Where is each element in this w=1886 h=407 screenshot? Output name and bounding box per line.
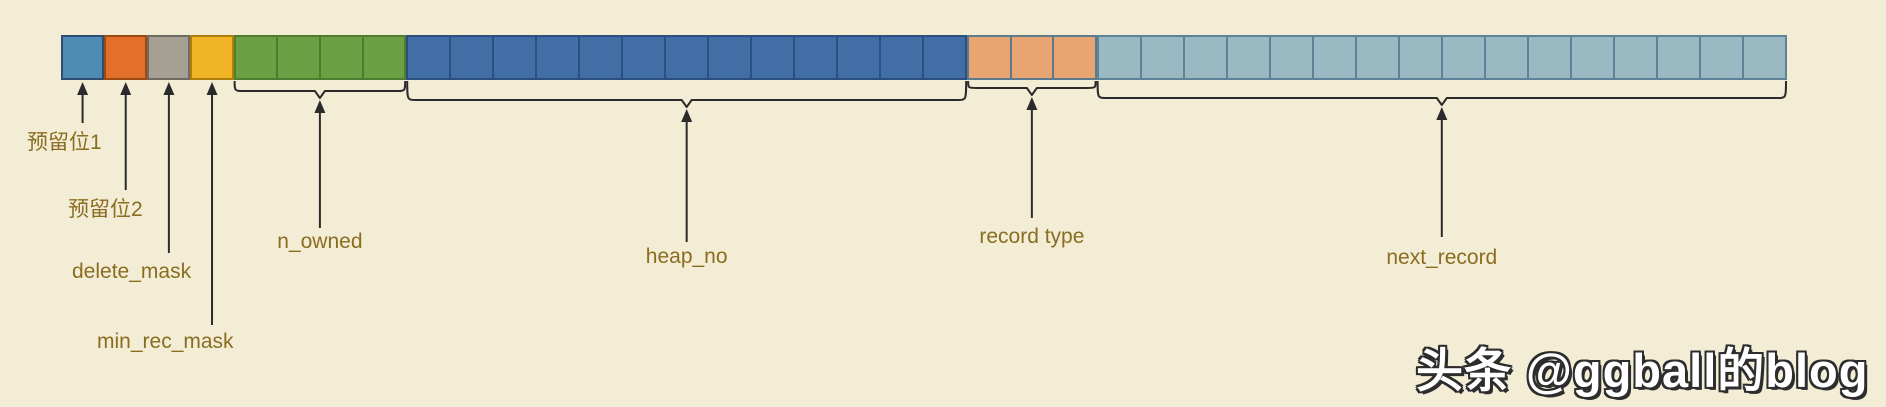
brace-n-owned <box>233 80 407 99</box>
bit-cell <box>1483 35 1529 80</box>
segment-label-reserved-bit-2: 预留位2 <box>68 198 143 221</box>
bit-cell <box>578 35 624 80</box>
bit-cell <box>1569 35 1615 80</box>
bit-cell <box>449 35 495 80</box>
segment-label-n-owned: n_owned <box>277 230 363 253</box>
bit-cell <box>1440 35 1486 80</box>
bit-cell <box>836 35 882 80</box>
pointer-arrow-head <box>163 82 175 95</box>
pointer-arrow-head <box>1026 97 1038 110</box>
segment-reserved-bit-2 <box>104 35 148 80</box>
bit-cell <box>104 35 148 80</box>
bit-cell <box>1612 35 1658 80</box>
bit-cell <box>793 35 839 80</box>
bit-cell <box>406 35 452 80</box>
segment-label-reserved-bit-1: 预留位1 <box>27 131 102 154</box>
bit-cell <box>621 35 667 80</box>
bit-cell <box>664 35 710 80</box>
bit-cell <box>1656 35 1702 80</box>
bit-cell <box>1009 35 1055 80</box>
bit-cell <box>1742 35 1788 80</box>
bit-cell <box>61 35 105 80</box>
bit-cell <box>276 35 321 80</box>
bit-cell <box>190 35 234 80</box>
brace-next-record <box>1096 80 1787 106</box>
bit-cell <box>1268 35 1314 80</box>
segment-label-heap-no: heap_no <box>645 245 728 268</box>
brace-heap-no <box>406 80 968 108</box>
segment-delete-mask <box>147 35 191 80</box>
bit-cell <box>318 35 364 80</box>
bit-cell <box>707 35 753 80</box>
bit-cell <box>535 35 581 80</box>
bit-cell <box>1311 35 1357 80</box>
segment-label-delete-mask: delete_mask <box>72 260 192 283</box>
bit-cell <box>1397 35 1443 80</box>
bit-cell <box>1354 35 1400 80</box>
segment-heap-no <box>406 35 968 80</box>
segment-label-min-rec-mask: min_rec_mask <box>97 330 234 353</box>
pointer-arrow-head <box>314 100 326 113</box>
pointer-arrow-head <box>120 82 132 95</box>
bit-cell <box>1225 35 1271 80</box>
bit-cell <box>1526 35 1572 80</box>
bit-cell <box>233 35 279 80</box>
brace-record-type <box>967 80 1097 96</box>
segment-label-record-type: record type <box>979 225 1085 248</box>
segment-record-type <box>967 35 1097 80</box>
watermark: 头条 @ggball的blog <box>1416 344 1869 397</box>
bit-cell <box>147 35 191 80</box>
pointer-arrow-head <box>1436 107 1448 120</box>
segment-next-record <box>1096 35 1788 80</box>
bit-cell <box>879 35 925 80</box>
pointer-arrow-head <box>206 82 218 95</box>
segment-reserved-bit-1 <box>61 35 105 80</box>
bit-cell <box>492 35 538 80</box>
bit-cell <box>1096 35 1142 80</box>
bit-cell <box>1699 35 1745 80</box>
bit-cell <box>361 35 407 80</box>
bit-cell <box>922 35 968 80</box>
segment-label-next-record: next_record <box>1386 246 1498 269</box>
bit-cell <box>1139 35 1185 80</box>
pointer-arrow-head <box>681 109 693 122</box>
bit-cell <box>750 35 796 80</box>
pointer-arrow-head <box>77 82 89 95</box>
segment-n-owned <box>233 35 407 80</box>
bit-cell <box>1182 35 1228 80</box>
segment-min-rec-mask <box>190 35 234 80</box>
bit-cell <box>1052 35 1097 80</box>
bit-cell <box>967 35 1012 80</box>
